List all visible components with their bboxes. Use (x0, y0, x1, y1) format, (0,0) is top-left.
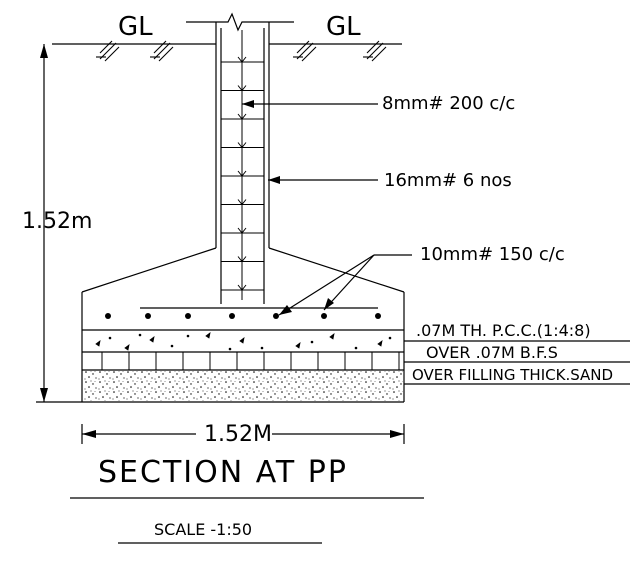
base-mesh-arrow-b (324, 298, 334, 310)
footing-slope-right (268, 247, 405, 293)
aggregate-speck (170, 344, 174, 348)
earth-hatch (150, 40, 174, 62)
bfs-layer-label: OVER .07M B.F.S (426, 343, 558, 362)
aggregate-speck (388, 336, 392, 340)
earth-hatch (96, 40, 120, 62)
aggregate-speck (354, 346, 358, 350)
rebar-dot (321, 313, 327, 319)
pcc-texture (95, 332, 392, 351)
aggregate-speck (186, 334, 190, 338)
section-title: SECTION AT PP (98, 455, 348, 490)
stirrup-chevron (237, 56, 247, 63)
height-arrow-top (40, 44, 48, 58)
aggregate-mark (329, 333, 335, 340)
aggregate-mark (295, 342, 301, 349)
footing-slope-left (81, 247, 217, 293)
bfs-brick-joints (101, 352, 400, 370)
width-arrow-right (390, 430, 404, 438)
stirrup-chevron (237, 142, 247, 149)
aggregate-mark (239, 337, 245, 344)
ground-label-left: GL (118, 12, 153, 42)
stirrups-annotation: 8mm# 200 c/c (382, 93, 516, 114)
main-bars-annotation: 16mm# 6 nos (384, 170, 512, 191)
earth-hatch (293, 40, 317, 62)
sand-layer-label: OVER FILLING THICK.SAND (412, 366, 614, 384)
main-bars-arrow (268, 176, 280, 184)
base-mesh-leader-a (278, 254, 375, 316)
aggregate-speck (310, 340, 314, 344)
aggregate-mark (124, 344, 130, 351)
aggregate-speck (260, 346, 264, 350)
rebar-dots (105, 313, 381, 319)
aggregate-speck (108, 336, 112, 340)
width-dimension-label: 1.52M (204, 422, 272, 447)
rebar-dot (375, 313, 381, 319)
stirrup-ticks (221, 30, 264, 300)
earth-hatch (363, 40, 387, 62)
base-mesh-annotation: 10mm# 150 c/c (420, 244, 565, 265)
aggregate-mark (377, 340, 383, 347)
stirrup-chevron (237, 113, 247, 120)
aggregate-mark (205, 332, 211, 339)
scale-label: SCALE -1:50 (154, 520, 253, 539)
rebar-dot (105, 313, 111, 319)
stirrups-arrow (242, 100, 254, 108)
width-arrow-left (82, 430, 96, 438)
sand-fill (83, 371, 403, 401)
ground-label-right: GL (326, 12, 361, 42)
aggregate-mark (95, 340, 101, 347)
rebar-dot (185, 313, 191, 319)
rebar-dot (145, 313, 151, 319)
stirrup-chevron (237, 284, 247, 291)
rebar-dot (229, 313, 235, 319)
stirrup-chevron (237, 227, 247, 234)
height-arrow-bottom (40, 388, 48, 402)
break-symbol (186, 12, 294, 32)
base-mesh-arrow-a (279, 305, 292, 315)
height-dimension-label: 1.52m (22, 209, 93, 234)
stirrup-chevron (237, 85, 247, 92)
rebar-dot (273, 313, 279, 319)
stirrup-chevron (237, 170, 247, 177)
aggregate-mark (149, 336, 155, 343)
base-mesh-leader-b (323, 254, 375, 311)
earth-hatches (96, 40, 387, 62)
stirrup-chevron (237, 199, 247, 206)
pcc-layer-label: .07M TH. P.C.C.(1:4:8) (416, 321, 591, 340)
aggregate-speck (228, 347, 232, 351)
aggregate-speck (138, 333, 142, 337)
stirrup-chevron (237, 256, 247, 263)
